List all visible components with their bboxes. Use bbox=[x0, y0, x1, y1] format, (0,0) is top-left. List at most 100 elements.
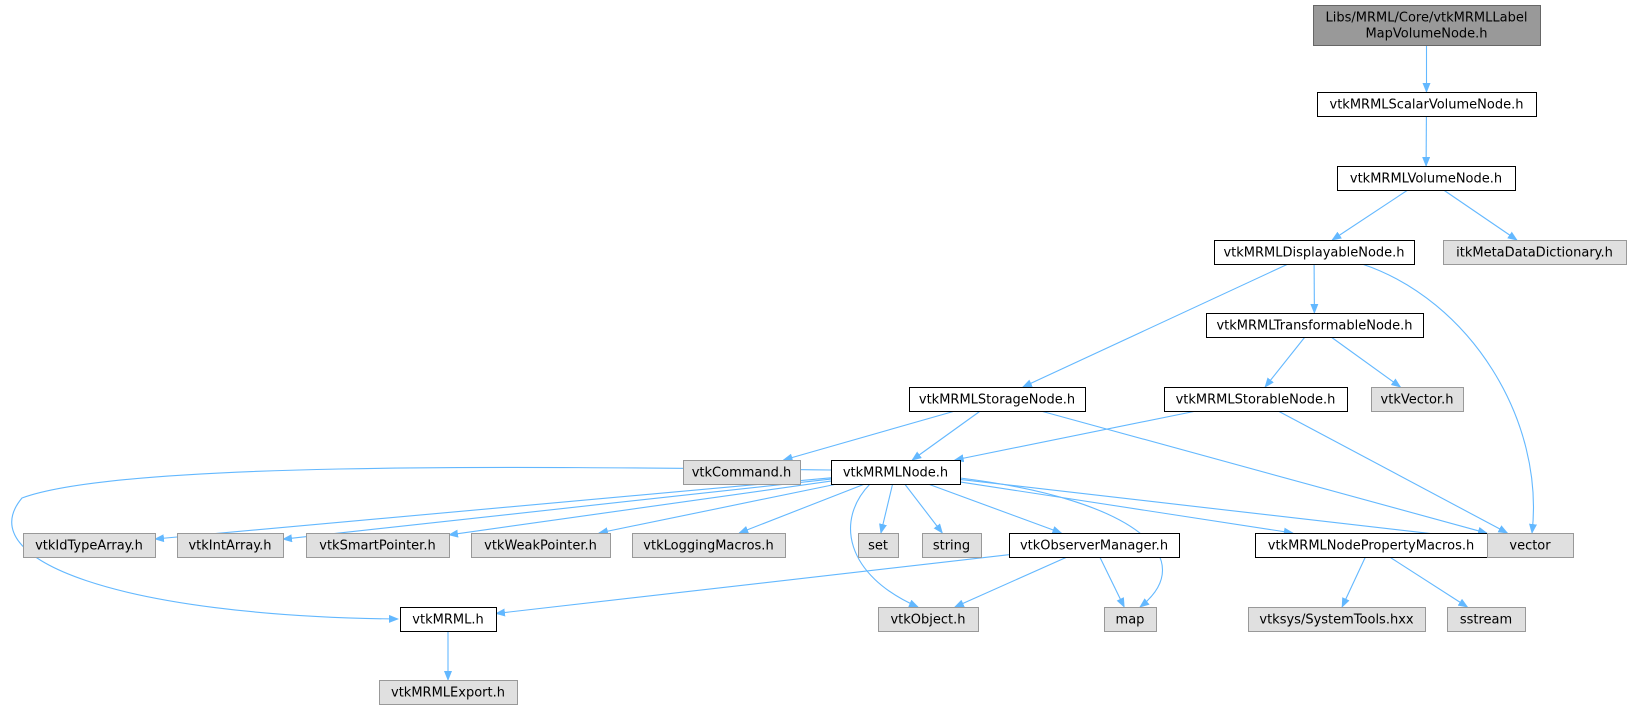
node-label: vtksys/SystemTools.hxx bbox=[1259, 613, 1414, 628]
node-label: vtkIntArray.h bbox=[188, 539, 271, 554]
node-smartptr: vtkSmartPointer.h bbox=[306, 533, 450, 558]
node-label: itkMetaDataDictionary.h bbox=[1456, 246, 1613, 261]
node-box bbox=[1164, 387, 1348, 412]
node-box bbox=[632, 533, 786, 558]
node-vtkcommand: vtkCommand.h bbox=[683, 460, 801, 485]
node-box bbox=[471, 533, 611, 558]
node-box bbox=[1009, 533, 1180, 558]
node-box bbox=[1104, 607, 1157, 632]
node-propmacros[interactable]: vtkMRMLNodePropertyMacros.h bbox=[1255, 533, 1488, 558]
node-string: string bbox=[922, 533, 982, 558]
edge-mrmlnode-to-logging bbox=[738, 483, 865, 534]
node-label: vtkMRMLStorageNode.h bbox=[919, 393, 1075, 408]
node-vtkmrml[interactable]: vtkMRML.h bbox=[400, 607, 497, 632]
node-box bbox=[379, 680, 518, 705]
edge-observer-to-map bbox=[1099, 556, 1125, 608]
node-box bbox=[1248, 607, 1426, 632]
node-label: vtkMRMLScalarVolumeNode.h bbox=[1330, 98, 1524, 113]
node-map: map bbox=[1104, 607, 1157, 632]
node-label: vtkMRML.h bbox=[412, 613, 483, 628]
node-observer[interactable]: vtkObserverManager.h bbox=[1009, 533, 1180, 558]
node-weakptr: vtkWeakPointer.h bbox=[471, 533, 611, 558]
node-vector: vector bbox=[1487, 533, 1574, 558]
edge-mrmlnode-to-propmacros bbox=[959, 481, 1294, 536]
node-label: Libs/MRML/Core/vtkMRMLLabel bbox=[1326, 11, 1528, 26]
edge-mrmlnode-to-observer bbox=[927, 483, 1063, 534]
node-box bbox=[909, 387, 1086, 412]
edge-storage-to-vtkcommand bbox=[782, 410, 956, 462]
node-label: string bbox=[933, 539, 970, 554]
edge-observer-to-vtkmrml bbox=[495, 554, 1010, 617]
node-label: vtkMRMLDisplayableNode.h bbox=[1223, 246, 1404, 261]
node-displayable[interactable]: vtkMRMLDisplayableNode.h bbox=[1214, 240, 1415, 265]
edge-volnode-to-itkmeta bbox=[1443, 189, 1518, 241]
node-box bbox=[1447, 607, 1526, 632]
node-itkmeta: itkMetaDataDictionary.h bbox=[1443, 240, 1627, 265]
node-volnode[interactable]: vtkMRMLVolumeNode.h bbox=[1337, 166, 1516, 191]
node-box bbox=[23, 533, 156, 558]
node-vtkvector: vtkVector.h bbox=[1371, 387, 1464, 412]
edge-displayable-to-vector bbox=[1361, 263, 1537, 534]
nodes-layer: Libs/MRML/Core/vtkMRMLLabelMapVolumeNode… bbox=[23, 5, 1627, 705]
node-label: map bbox=[1116, 613, 1145, 628]
node-label: MapVolumeNode.h bbox=[1365, 27, 1487, 42]
node-transformable[interactable]: vtkMRMLTransformableNode.h bbox=[1206, 313, 1424, 338]
node-root: Libs/MRML/Core/vtkMRMLLabelMapVolumeNode… bbox=[1313, 5, 1541, 46]
node-box bbox=[1487, 533, 1574, 558]
node-label: vtkMRMLVolumeNode.h bbox=[1350, 172, 1502, 187]
edge-mrmlnode-to-vector bbox=[959, 478, 1488, 544]
edge-mrmlnode-to-vtkobject bbox=[849, 483, 919, 608]
node-label: vtkSmartPointer.h bbox=[319, 539, 435, 554]
node-label: vtkMRMLExport.h bbox=[391, 686, 505, 701]
node-sstream: sstream bbox=[1447, 607, 1526, 632]
node-box bbox=[400, 607, 497, 632]
node-label: vtkWeakPointer.h bbox=[484, 539, 597, 554]
edge-mrmlnode-to-idtype bbox=[154, 477, 832, 543]
edge-mrmlnode-to-smartptr bbox=[448, 480, 832, 538]
node-box bbox=[831, 460, 961, 485]
edge-mrmlnode-to-vtkmrml bbox=[11, 466, 832, 623]
node-label: vtkMRMLStorableNode.h bbox=[1176, 393, 1336, 408]
node-label: vtkObject.h bbox=[890, 613, 965, 628]
node-box bbox=[306, 533, 450, 558]
edge-observer-to-vtkobject bbox=[953, 556, 1068, 608]
node-label: vtkObserverManager.h bbox=[1020, 539, 1168, 554]
node-mrmlexport: vtkMRMLExport.h bbox=[379, 680, 518, 705]
node-label: vtkMRMLTransformableNode.h bbox=[1216, 319, 1412, 334]
node-logging: vtkLoggingMacros.h bbox=[632, 533, 786, 558]
node-box bbox=[1337, 166, 1516, 191]
node-mrmlnode[interactable]: vtkMRMLNode.h bbox=[831, 460, 961, 485]
node-vtkobject: vtkObject.h bbox=[878, 607, 979, 632]
edge-transformable-to-storable bbox=[1264, 336, 1306, 388]
node-box bbox=[1206, 313, 1424, 338]
node-box bbox=[1214, 240, 1415, 265]
node-label: sstream bbox=[1460, 613, 1512, 628]
node-label: vtkVector.h bbox=[1381, 393, 1454, 408]
node-label: vtkMRMLNode.h bbox=[843, 466, 948, 481]
edge-volnode-to-displayable bbox=[1331, 189, 1409, 241]
node-box bbox=[177, 533, 284, 558]
node-box bbox=[878, 607, 979, 632]
edge-mrmlnode-to-intarray bbox=[282, 478, 832, 543]
edge-storage-to-mrmlnode bbox=[911, 410, 981, 461]
node-label: vtkMRMLNodePropertyMacros.h bbox=[1268, 539, 1474, 554]
edge-displayable-to-storage bbox=[1021, 263, 1289, 388]
edge-propmacros-to-systools bbox=[1341, 556, 1366, 608]
node-storage[interactable]: vtkMRMLStorageNode.h bbox=[909, 387, 1086, 412]
node-box bbox=[1255, 533, 1488, 558]
node-box bbox=[1443, 240, 1627, 265]
edge-mrmlnode-to-set bbox=[879, 483, 894, 534]
node-label: vtkLoggingMacros.h bbox=[643, 539, 773, 554]
edge-storable-to-mrmlnode bbox=[953, 410, 1197, 463]
node-storable[interactable]: vtkMRMLStorableNode.h bbox=[1164, 387, 1348, 412]
node-box bbox=[1371, 387, 1464, 412]
edges-layer bbox=[11, 45, 1537, 681]
edge-storage-to-vector bbox=[1040, 410, 1488, 535]
node-scalarvol[interactable]: vtkMRMLScalarVolumeNode.h bbox=[1317, 92, 1537, 117]
node-label: set bbox=[868, 539, 888, 554]
node-box bbox=[1313, 5, 1541, 46]
node-systools: vtksys/SystemTools.hxx bbox=[1248, 607, 1426, 632]
node-box bbox=[1317, 92, 1537, 117]
node-box bbox=[922, 533, 982, 558]
